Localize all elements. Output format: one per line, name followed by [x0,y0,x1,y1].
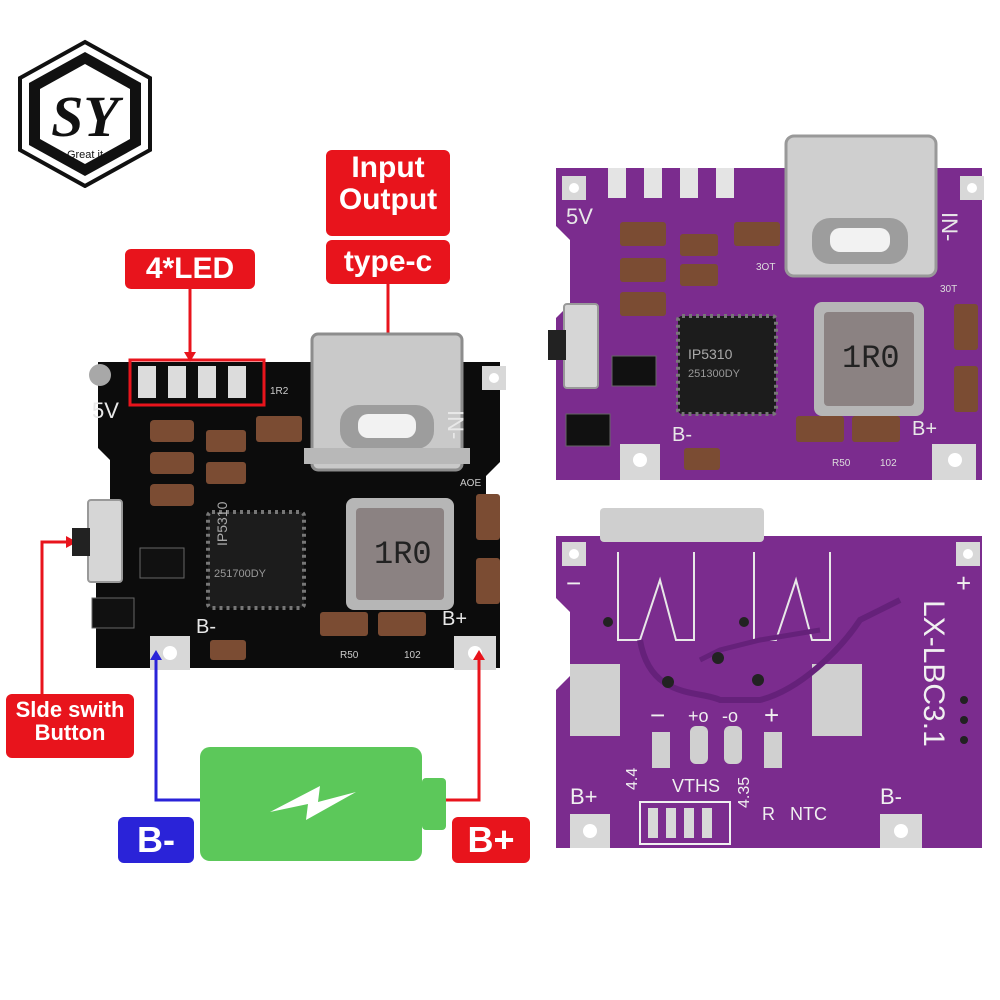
purple-bottom-plus: + [956,568,972,598]
b-plus-callout: B+ [452,817,530,863]
b-minus-callout-text: B- [137,819,175,860]
typec-callout: type-c [326,240,450,284]
ip5310-chip-purple [676,314,778,416]
purple-top-inductor-label: 1R0 [842,340,900,377]
black-silk-5v: 5V [92,398,119,423]
purple-bottom-ntc: NTC [790,804,827,824]
brand-logo: SY Great it [18,39,152,188]
purple-top-chip-line1: IP5310 [688,346,733,362]
black-silk-bminus: B- [196,616,216,638]
purple-bottom-pad-o2: -o [722,706,739,726]
black-ad-label: AOE [460,478,482,489]
logo-tagline: Great it [67,149,103,161]
logo-letters: SY [51,84,123,149]
purple-top-chip-line2: 251300DY [688,368,740,380]
switch-callout-line2: Button [34,720,106,746]
b-minus-callout: B- [118,817,194,863]
purple-bottom-pad-plus: + [764,700,780,730]
typec-callout-text: type-c [343,245,433,278]
purple-bottom-model: LX-LBC3.1 [917,600,950,747]
port-callout-line2: Output [338,182,438,216]
purple-bottom-vths: VTHS [672,776,721,796]
purple-bottom-bplus: B+ [570,784,598,809]
black-chip-line2: 251700DY [214,568,266,580]
purple-bottom-44: 4.4 [624,767,641,790]
lightning-bolt-icon [270,786,356,820]
purple-top-d-label: 30T [940,284,958,295]
switch-callout: Slde swith Button [6,694,134,758]
b-plus-wire [438,653,481,802]
black-silk-bplus: B+ [442,608,468,630]
purple-top-r-label: R50 [832,458,851,469]
led-callout-text: 4*LED [145,252,235,285]
led-callout: 4*LED [125,249,255,289]
black-cap-label: 1R2 [270,386,289,397]
purple-bottom-pad-minus: − [650,700,666,730]
purple-top-silk-bplus: B+ [912,418,938,440]
switch-leader-line [40,540,74,694]
b-plus-callout-text: B+ [467,819,515,860]
led-highlight-box [128,358,266,407]
black-r-label2: 102 [404,650,421,661]
purple-bottom-minus: − [566,568,582,598]
ip5310-chip-black [206,510,306,610]
purple-bottom-pad-o1: +o [688,706,709,726]
purple-bottom-bminus: B- [880,784,902,809]
black-inductor-label: 1R0 [374,536,432,573]
purple-top-silk-5v: 5V [566,204,593,229]
purple-bottom-435: 4.35 [736,776,753,808]
black-r-label: R50 [340,650,359,661]
purple-top-d-label2: 3OT [756,262,776,273]
port-callout: Input Output [326,150,450,236]
port-callout-line1: Input [351,151,425,184]
purple-top-r-label2: 102 [880,458,897,469]
purple-top-silk-bminus: B- [672,424,692,446]
purple-bottom-r: R [762,804,775,824]
switch-callout-line1: Slde swith [15,697,125,722]
b-minus-wire [154,653,212,802]
